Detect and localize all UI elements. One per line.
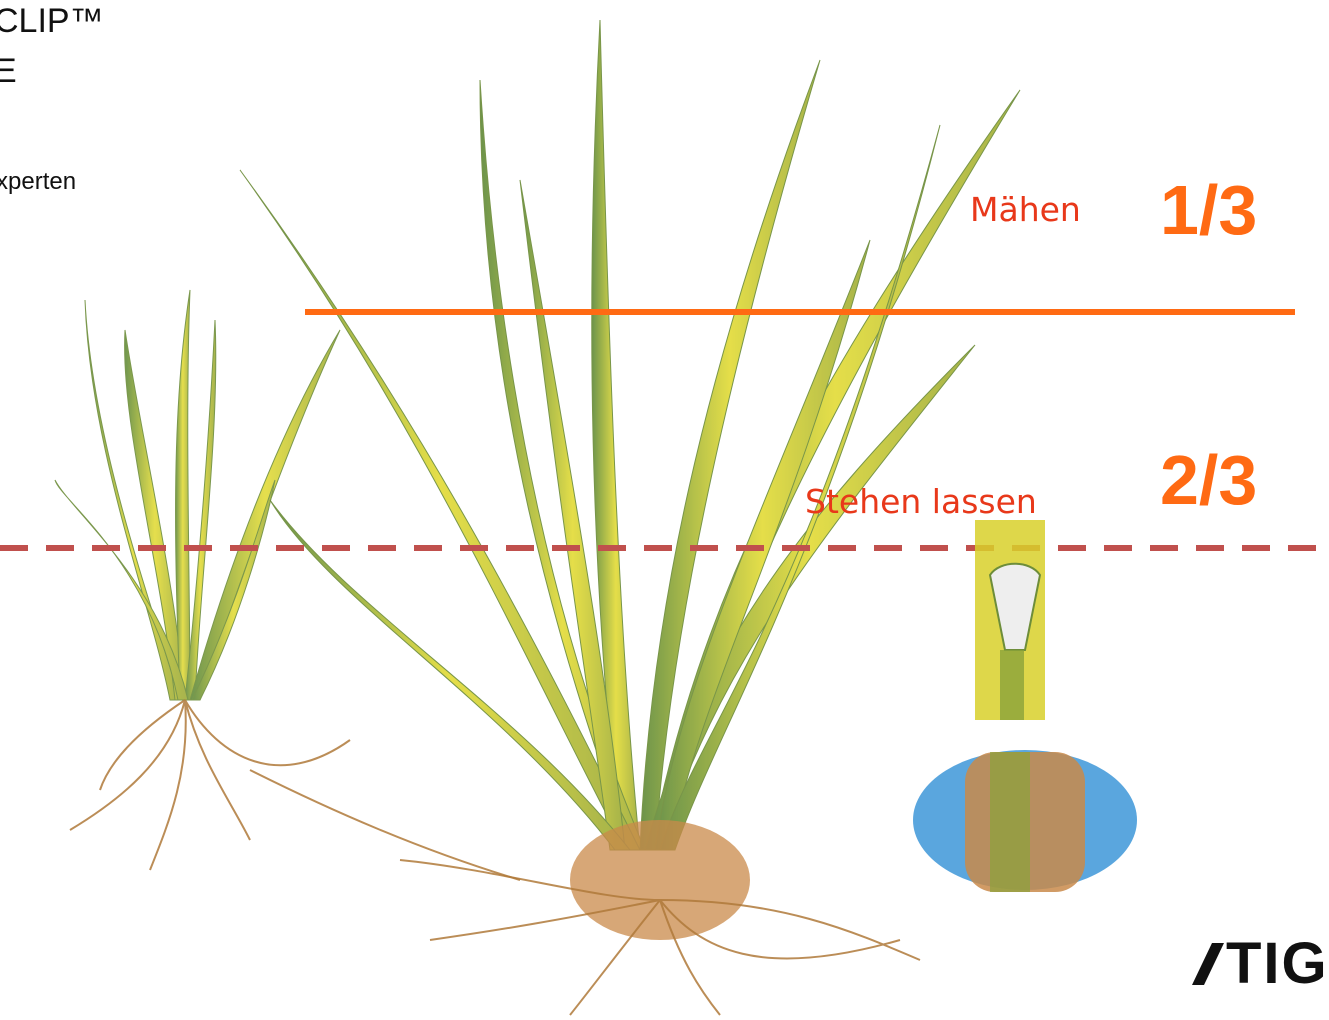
header-subtitle: xperten xyxy=(0,168,76,196)
stem-detail-illustration xyxy=(975,520,1045,720)
fraction-bottom: 2/3 xyxy=(1160,440,1257,520)
large-plant-base xyxy=(570,820,750,940)
small-grass-tuft xyxy=(55,290,340,700)
fraction-top: 1/3 xyxy=(1160,170,1257,250)
stiga-logo: TIG xyxy=(1190,935,1329,993)
large-grass-plant xyxy=(240,20,1020,850)
stiga-slash-mark xyxy=(1190,939,1226,989)
keep-label: Stehen lassen xyxy=(805,482,1037,521)
grass-seed-cross-section xyxy=(913,750,1137,892)
header-title-line1: CLIP™ xyxy=(0,2,104,41)
small-tuft-roots xyxy=(70,700,520,880)
logo-text: TIG xyxy=(1226,935,1329,993)
header-title-line2: E xyxy=(0,52,17,91)
mow-label: Mähen xyxy=(970,190,1081,229)
